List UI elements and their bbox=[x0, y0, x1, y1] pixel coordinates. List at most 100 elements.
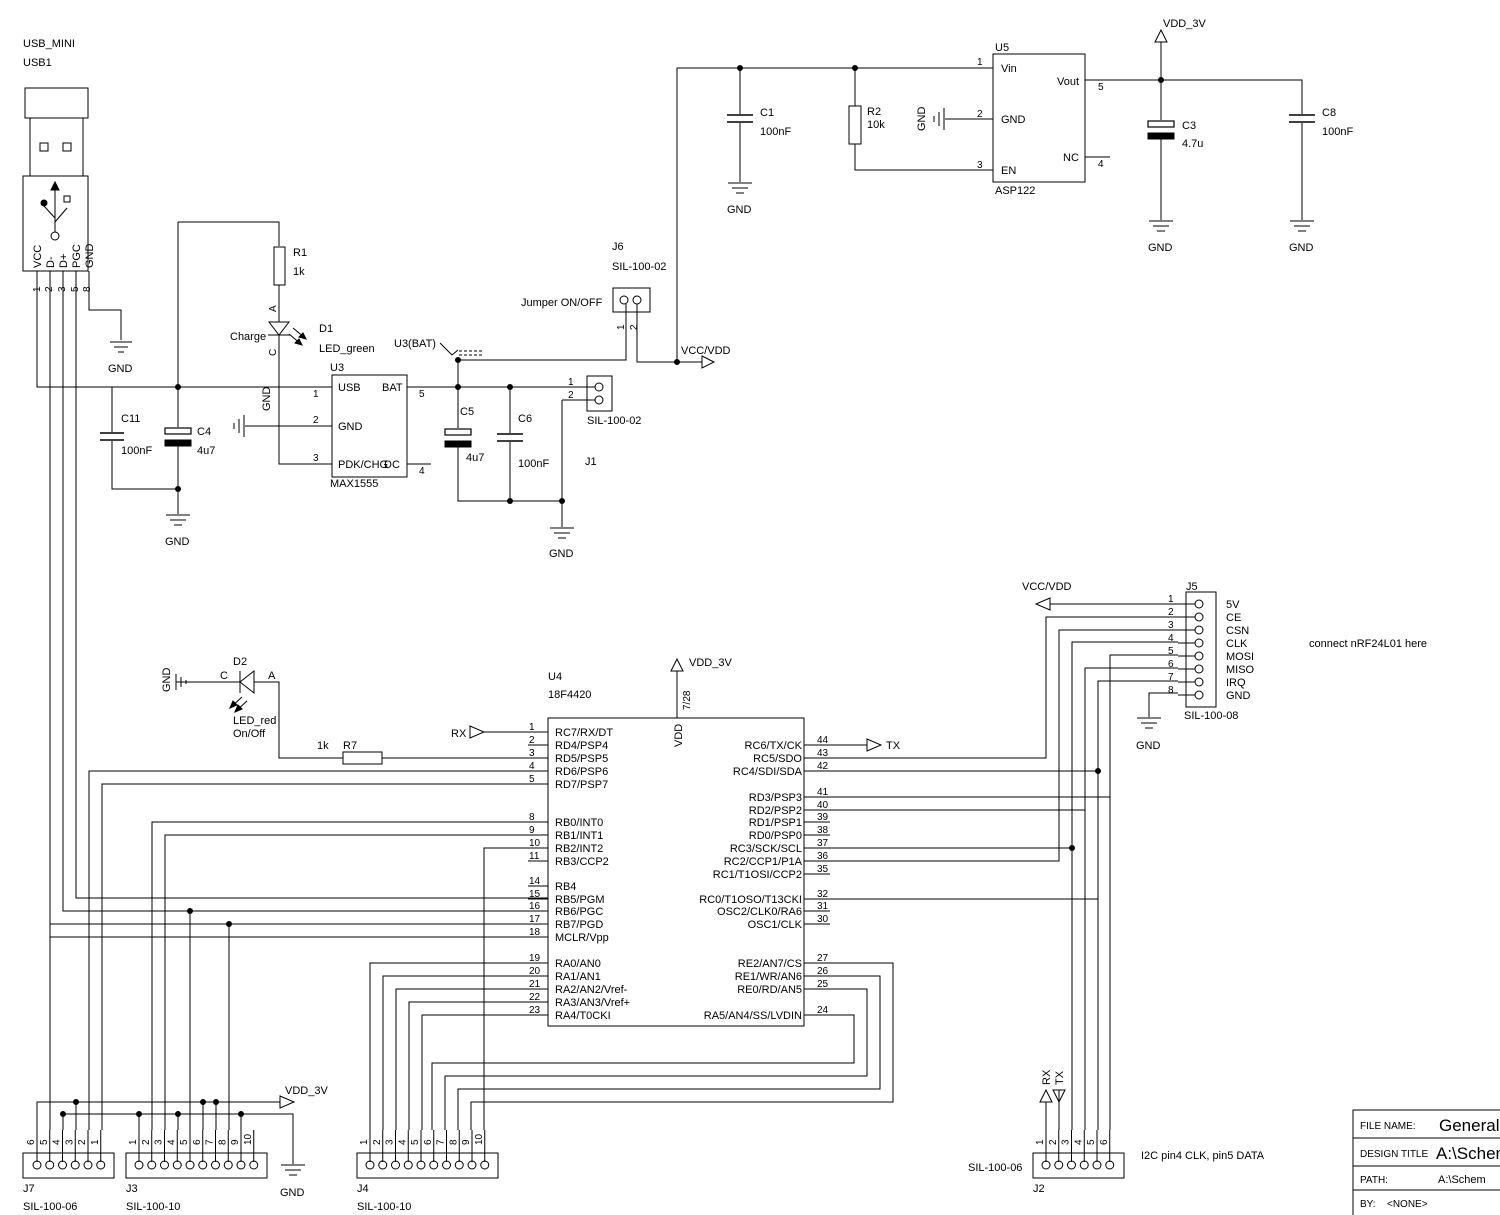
svg-text:SIL-100-02: SIL-100-02 bbox=[612, 261, 666, 273]
mcu-pin-number: 43 bbox=[817, 748, 829, 759]
svg-text:GND: GND bbox=[1136, 740, 1161, 752]
svg-text:SIL-100-02: SIL-100-02 bbox=[587, 415, 641, 427]
svg-text:C: C bbox=[268, 349, 279, 356]
j5-pin-number: 3 bbox=[1168, 620, 1174, 631]
svg-text:U4: U4 bbox=[548, 671, 562, 683]
mcu-pin-number: 36 bbox=[817, 851, 829, 862]
mcu-pin-number: 32 bbox=[817, 889, 829, 900]
mcu-pin-number: 17 bbox=[529, 914, 541, 925]
svg-text:D1: D1 bbox=[319, 323, 333, 335]
mcu-pin-label: RE2/AN7/CS bbox=[738, 958, 802, 970]
mcu-right-pins: 44RC6/TX/CK43RC5/SDO42RC4/SDI/SDA41RD3/P… bbox=[699, 735, 830, 1022]
mcu-pin-number: 31 bbox=[817, 901, 829, 912]
svg-text:GND: GND bbox=[84, 244, 96, 269]
mcu-pin-label: RB7/PGD bbox=[555, 919, 603, 931]
svg-text:SIL-100-06: SIL-100-06 bbox=[968, 1162, 1022, 1174]
svg-text:VDD_3V: VDD_3V bbox=[285, 1085, 328, 1097]
j5-pin-label: 5V bbox=[1226, 599, 1240, 611]
svg-text:2: 2 bbox=[568, 390, 574, 401]
svg-text:General: General bbox=[1439, 1116, 1499, 1135]
mcu-pin-number: 42 bbox=[817, 761, 829, 772]
svg-text:Jumper ON/OFF: Jumper ON/OFF bbox=[521, 297, 603, 309]
header-pin-number: 4 bbox=[397, 1139, 408, 1145]
svg-text:C11: C11 bbox=[121, 413, 140, 425]
svg-text:J5: J5 bbox=[1186, 581, 1198, 593]
svg-text:A:\Schem: A:\Schem bbox=[1438, 1174, 1486, 1186]
mcu-pin-number: 20 bbox=[529, 966, 541, 977]
j5-pin-number: 8 bbox=[1168, 685, 1174, 696]
header-pin-number: 3 bbox=[1061, 1139, 1072, 1145]
svg-text:Charge: Charge bbox=[230, 331, 266, 343]
mcu-pin-number: 14 bbox=[529, 876, 541, 887]
j5-pin-label: CE bbox=[1226, 612, 1241, 624]
rx-tx-flags: RX TX bbox=[451, 725, 901, 752]
header-pin-number: 8 bbox=[217, 1139, 228, 1145]
svg-text:J2: J2 bbox=[1033, 1183, 1045, 1195]
regulator-section: C1 100nF GND R2 10k GND U5 ASP122 Vin GN… bbox=[727, 18, 1353, 254]
svg-text:J4: J4 bbox=[357, 1183, 369, 1195]
svg-text:GND: GND bbox=[1001, 114, 1026, 126]
svg-text:VDD_3V: VDD_3V bbox=[689, 657, 732, 669]
j5-pin-label: MOSI bbox=[1226, 651, 1254, 663]
mcu-pin-label: RA3/AN3/Vref+ bbox=[555, 997, 630, 1009]
mcu-pin-label: OSC2/CLK0/RA6 bbox=[717, 906, 802, 918]
svg-text:3: 3 bbox=[313, 453, 319, 464]
header-pin-number: 7 bbox=[436, 1139, 447, 1145]
mcu-pin-label: RB5/PGM bbox=[555, 894, 605, 906]
svg-text:GND: GND bbox=[338, 421, 363, 433]
mcu-pin-number: 38 bbox=[817, 825, 829, 836]
svg-text:GND: GND bbox=[165, 536, 190, 548]
header-pin-number: 4 bbox=[1073, 1139, 1084, 1145]
mcu-pin-label: RB1/INT1 bbox=[555, 830, 603, 842]
svg-text:1k: 1k bbox=[293, 266, 305, 278]
mcu-pin-label: RD6/PSP6 bbox=[555, 766, 608, 778]
svg-text:1: 1 bbox=[977, 57, 983, 68]
mcu-pin-label: RB0/INT0 bbox=[555, 817, 603, 829]
svg-text:3: 3 bbox=[977, 160, 983, 171]
svg-text:On/Off: On/Off bbox=[233, 728, 266, 740]
ground-symbol: GND bbox=[108, 341, 133, 375]
svg-text:PGC: PGC bbox=[71, 244, 83, 268]
header-pin-number: 6 bbox=[192, 1139, 203, 1145]
mcu-pin-label: RC2/CCP1/P1A bbox=[724, 856, 803, 868]
mcu-pin-label: RD0/PSP0 bbox=[749, 830, 802, 842]
mcu-left-wires bbox=[50, 757, 548, 1130]
mcu-pin-label: RA2/AN2/Vref- bbox=[555, 984, 628, 996]
svg-text:C1: C1 bbox=[760, 107, 774, 119]
mcu-pin-label: RA1/AN1 bbox=[555, 971, 601, 983]
svg-text:4: 4 bbox=[419, 466, 425, 477]
svg-text:EN: EN bbox=[1001, 165, 1016, 177]
svg-text:VCC/VDD: VCC/VDD bbox=[1022, 581, 1072, 593]
svg-text:8: 8 bbox=[82, 286, 93, 292]
svg-text:SIL-100-10: SIL-100-10 bbox=[357, 1201, 411, 1213]
mcu-pin-number: 22 bbox=[529, 992, 541, 1003]
svg-text:VDD_3V: VDD_3V bbox=[1163, 18, 1206, 30]
j5-pin-label: MISO bbox=[1226, 664, 1255, 676]
svg-text:100nF: 100nF bbox=[518, 458, 549, 470]
mcu-pin-label: RE1/WR/AN6 bbox=[735, 971, 802, 983]
svg-text:J3: J3 bbox=[126, 1183, 138, 1195]
mcu-pin-label: RC4/SDI/SDA bbox=[733, 766, 803, 778]
svg-text:D+: D+ bbox=[58, 254, 70, 268]
header-pin-number: 5 bbox=[410, 1139, 421, 1145]
mcu-pin-number: 27 bbox=[817, 953, 829, 964]
mcu-pin-number: 40 bbox=[817, 800, 829, 811]
header-pin-number: 6 bbox=[26, 1139, 37, 1145]
mcu-pin-number: 25 bbox=[817, 979, 829, 990]
mcu-pin-label: RD5/PSP5 bbox=[555, 753, 608, 765]
header-pin-number: 4 bbox=[52, 1139, 63, 1145]
svg-text:RX: RX bbox=[451, 728, 467, 740]
usb-ref-label: USB1 bbox=[23, 57, 52, 69]
svg-text:2: 2 bbox=[977, 109, 983, 120]
svg-text:5: 5 bbox=[1098, 82, 1104, 93]
usb-connector: USB_MINI USB1 VCC D- D+ PGC GND 1 2 3 5 … bbox=[22, 38, 96, 292]
svg-text:C: C bbox=[220, 670, 228, 682]
svg-text:ASP122: ASP122 bbox=[995, 185, 1035, 197]
svg-text:U5: U5 bbox=[995, 42, 1009, 54]
j5-pin-label: GND bbox=[1226, 690, 1251, 702]
svg-text:C4: C4 bbox=[197, 426, 211, 438]
svg-text:A: A bbox=[268, 305, 279, 312]
